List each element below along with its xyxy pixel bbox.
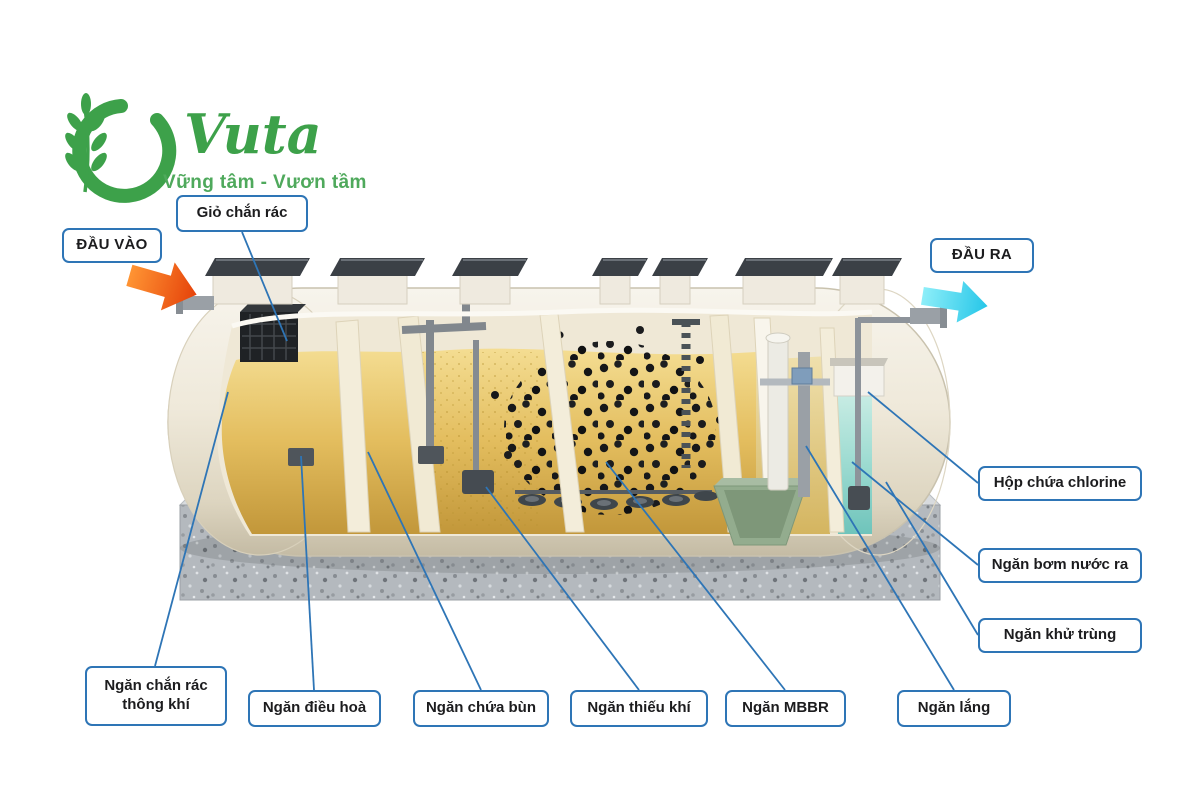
label-pump-out-compartment: Ngăn bơm nước ra [978,548,1142,583]
settling-hopper [713,332,830,546]
label-screen-vent-compartment: Ngăn chắn rác thông khí [85,666,227,726]
inlet-arrow [126,262,197,311]
label-settling-compartment: Ngăn lắng [897,690,1011,727]
outlet-pipe [910,304,947,328]
trash-basket [240,304,306,362]
label-mbbr-compartment: Ngăn MBBR [725,690,846,727]
label-outlet: ĐẦU RA [930,238,1034,273]
leader-lines [154,231,979,691]
tank-cutaway [217,300,916,546]
logo-icon [65,93,177,203]
label-sludge-compartment: Ngăn chứa bùn [413,690,549,727]
outlet-arrow [920,281,988,323]
label-anoxic-compartment: Ngăn thiếu khí [570,690,708,727]
outlet-pump [848,317,916,510]
label-disinfection-compartment: Ngăn khử trùng [978,618,1142,653]
label-chlorine-box: Hộp chứa chlorine [978,466,1142,501]
logo-wordmark: Vuta [184,102,322,166]
logo-tagline: Vững tâm - Vươn tầm [163,172,367,193]
label-equalization-compartment: Ngăn điều hoà [248,690,381,727]
label-trash-basket: Giỏ chắn rác [176,195,308,232]
inlet-pipe [176,292,214,314]
access-hatches [205,258,902,305]
label-inlet: ĐẦU VÀO [62,228,162,263]
